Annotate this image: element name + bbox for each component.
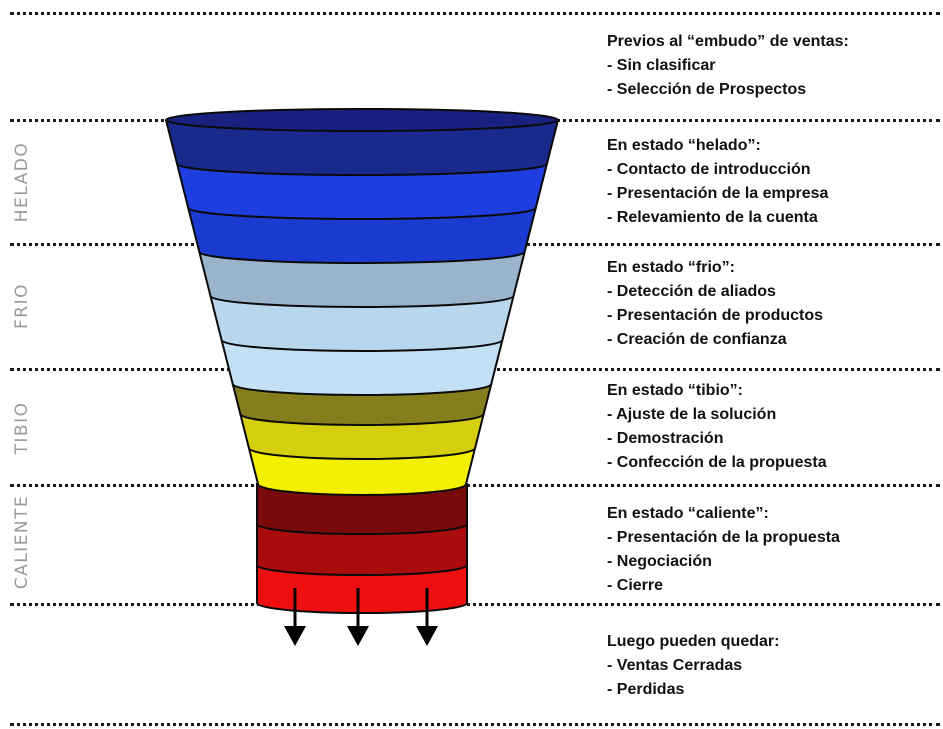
list-item: - Confección de la propuesta: [607, 454, 827, 471]
funnel-band: [221, 340, 503, 395]
heading-tibio: En estado “tibio”:: [607, 382, 743, 399]
list-item: - Selección de Prospectos: [607, 81, 807, 98]
funnel-band-separator: [176, 163, 548, 176]
down-arrow-icon: [416, 626, 438, 646]
divider-top: [10, 12, 940, 15]
text-block-luego: Luego pueden quedar: - Ventas Cerradas -…: [607, 630, 779, 702]
funnel-band: [177, 164, 547, 219]
down-arrow-icon: [347, 626, 369, 646]
list-item: - Presentación de la empresa: [607, 185, 829, 202]
funnel-left-edge: [165, 119, 260, 603]
funnel-band: [257, 484, 467, 534]
funnel-band-separator: [187, 207, 537, 220]
text-block-tibio: En estado “tibio”: - Ajuste de la soluci…: [607, 379, 827, 475]
funnel-band: [166, 120, 558, 175]
funnel-band-separator: [220, 339, 504, 352]
heading-helado: En estado “helado”:: [607, 137, 761, 154]
funnel-band: [257, 565, 467, 613]
text-block-caliente: En estado “caliente”: - Presentación de …: [607, 502, 840, 598]
divider-bottom: [10, 723, 940, 726]
heading-previos: Previos al “embudo” de ventas:: [607, 33, 849, 50]
list-item: - Contacto de introducción: [607, 161, 811, 178]
heading-frio: En estado “frio”:: [607, 259, 736, 276]
funnel-band-separator: [239, 413, 485, 426]
list-item: - Perdidas: [607, 681, 685, 698]
funnel-band: [199, 252, 525, 307]
text-block-previos: Previos al “embudo” de ventas: - Sin cla…: [607, 30, 849, 102]
heading-luego: Luego pueden quedar:: [607, 633, 780, 650]
funnel-band-separator: [256, 523, 468, 535]
list-item: - Ventas Cerradas: [607, 657, 743, 674]
list-item: - Presentación de la propuesta: [607, 529, 840, 546]
text-block-frio: En estado “frio”: - Detección de aliados…: [607, 256, 823, 352]
list-item: - Sin clasificar: [607, 57, 716, 74]
heading-caliente: En estado “caliente”:: [607, 505, 769, 522]
funnel-band: [188, 208, 536, 263]
funnel-band: [248, 448, 476, 495]
down-arrow-icon: [284, 626, 306, 646]
list-item: - Negociación: [607, 553, 712, 570]
text-block-helado: En estado “helado”: - Contacto de introd…: [607, 134, 828, 230]
funnel-right-edge: [464, 119, 559, 603]
funnel-rim: [165, 108, 559, 132]
list-item: - Detección de aliados: [607, 283, 776, 300]
funnel-band-separator: [256, 483, 468, 496]
funnel-band: [210, 296, 514, 351]
divider-caliente: [10, 484, 940, 487]
list-item: - Presentación de productos: [607, 307, 824, 324]
list-item: - Creación de confianza: [607, 331, 787, 348]
funnel-band-separator: [247, 447, 477, 460]
list-item: - Demostración: [607, 430, 724, 447]
funnel-band: [240, 414, 484, 459]
funnel-band-separator: [256, 602, 468, 614]
funnel-band-separator: [198, 251, 526, 264]
list-item: - Relevamiento de la cuenta: [607, 209, 818, 226]
funnel-band-separator: [209, 295, 515, 308]
funnel-band-separator: [256, 564, 468, 576]
list-item: - Cierre: [607, 577, 664, 594]
funnel-band-separator: [231, 383, 493, 396]
list-item: - Ajuste de la solución: [607, 406, 777, 423]
funnel-band: [257, 524, 467, 575]
divider-bottom-of-funnel: [10, 603, 940, 606]
